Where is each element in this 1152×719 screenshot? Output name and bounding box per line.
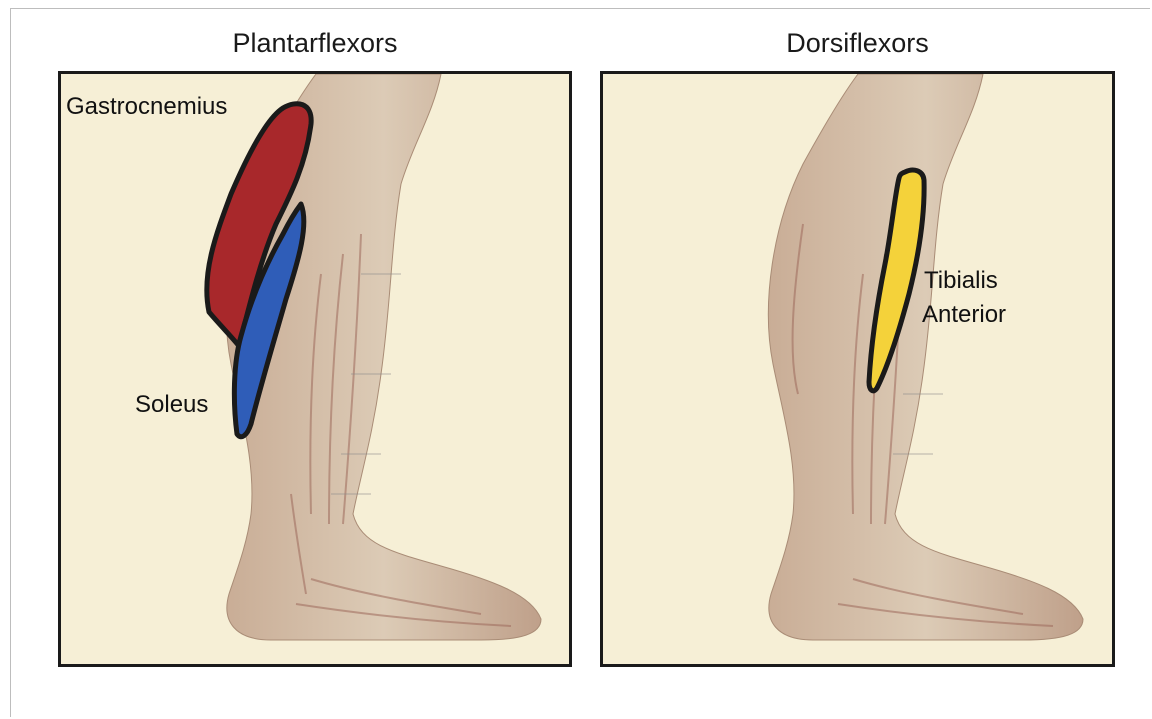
tibialis-anterior-label-line1: Tibialis — [924, 266, 998, 296]
dorsiflexors-panel — [600, 71, 1115, 667]
leg-illustration-left — [61, 74, 569, 664]
dorsiflexors-title: Dorsiflexors — [600, 28, 1115, 59]
plantarflexors-panel — [58, 71, 572, 667]
soleus-label: Soleus — [135, 390, 208, 420]
gastrocnemius-label: Gastrocnemius — [66, 92, 227, 122]
plantarflexors-title: Plantarflexors — [58, 28, 572, 59]
tibialis-anterior-label-line2: Anterior — [922, 300, 1006, 330]
leg-illustration-right — [603, 74, 1112, 664]
